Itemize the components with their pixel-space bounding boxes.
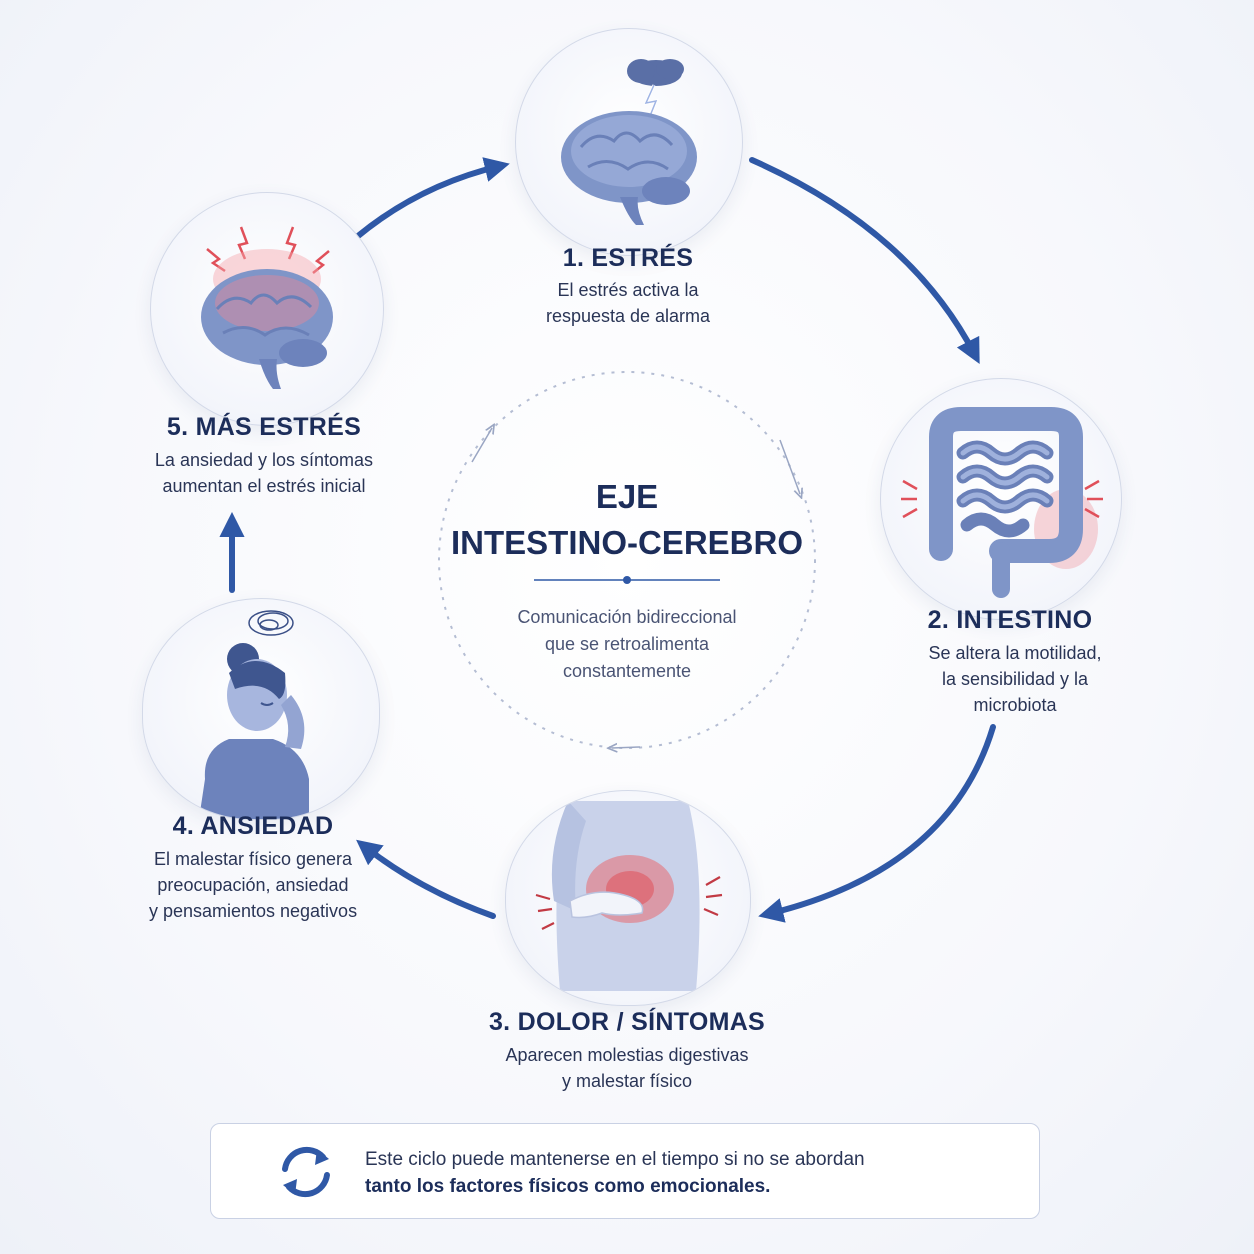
arrow-step1-to-step2 (749, 157, 980, 364)
step-1-description: El estrés activa la respuesta de alarma (545, 280, 711, 326)
intestine-icon (901, 407, 1103, 598)
step-2-description: Se altera la motilidad, la sensibilidad … (928, 643, 1102, 715)
step-4-circle (142, 598, 380, 820)
step-5-title: 5. MÁS ESTRÉS (166, 413, 362, 441)
step-2-circle (880, 378, 1122, 620)
note-text-line-2: tanto los factores físicos como emociona… (365, 1176, 771, 1197)
step-1-circle (515, 28, 743, 256)
abdominal-pain-icon (535, 801, 723, 991)
arrow-step2-to-step3 (758, 724, 996, 923)
center-title: EJE INTESTINO-CEREBRO (450, 478, 803, 561)
step-3-title: 3. DOLOR / SÍNTOMAS (488, 1008, 766, 1036)
step-4-description: El malestar físico genera preocupación, … (148, 849, 358, 921)
step-5-circle (150, 192, 384, 426)
step-2-title: 2. INTESTINO (927, 606, 1093, 634)
cycle-note-box: Este ciclo puede mantenerse en el tiempo… (210, 1123, 1040, 1219)
note-text-line-1: Este ciclo puede mantenerse en el tiempo… (365, 1149, 865, 1170)
step-3-circle (505, 790, 751, 1006)
arrow-step3-to-step4 (356, 839, 496, 919)
cycle-arrows-icon (282, 1146, 330, 1198)
center-description: Comunicación bidireccional que se retroa… (517, 607, 737, 681)
anxious-woman-icon (199, 610, 309, 819)
step-5-description: La ansiedad y los síntomas aumentan el e… (154, 450, 374, 496)
arrow-step5-to-step1 (355, 157, 510, 239)
step-4-title: 4. ANSIEDAD (172, 812, 334, 840)
step-3-description: Aparecen molestias digestivas y malestar… (505, 1045, 749, 1091)
inflamed-brain-icon (201, 226, 333, 389)
inner-dotted-loop (438, 371, 816, 749)
stressed-brain-storm-icon (561, 59, 697, 225)
step-1-title: 1. ESTRÉS (562, 244, 694, 272)
